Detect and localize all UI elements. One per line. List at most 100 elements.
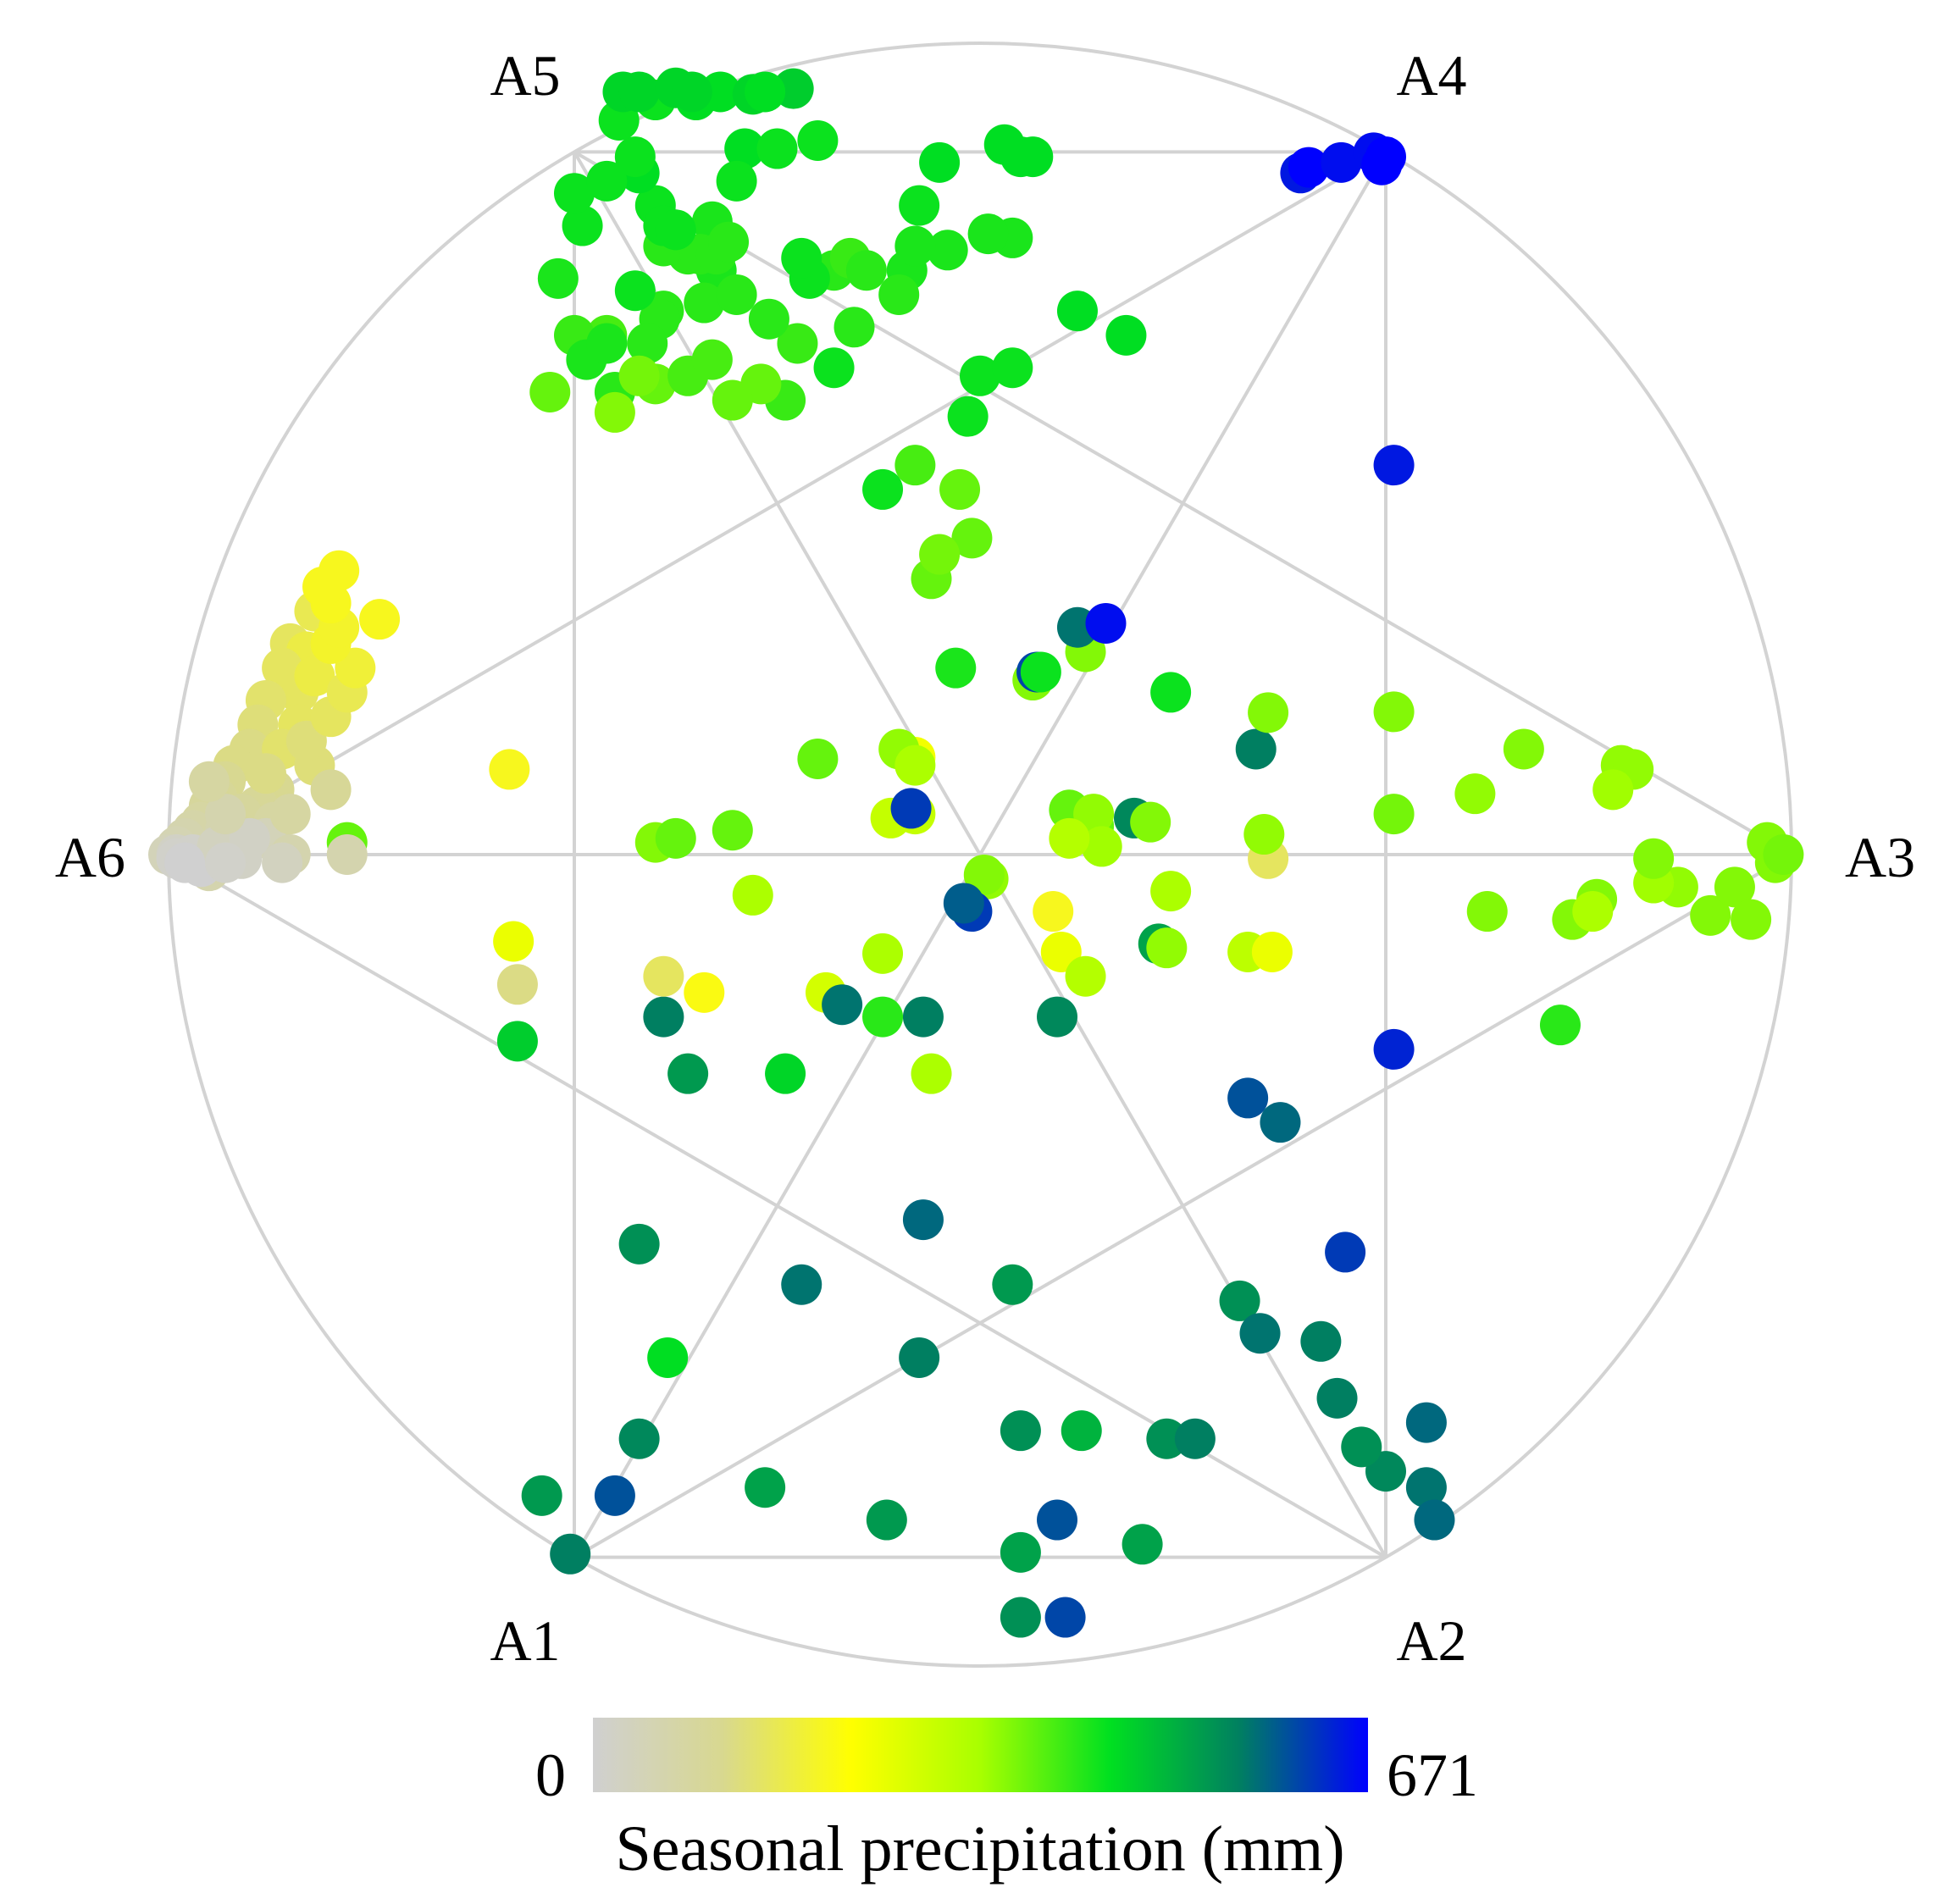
data-point xyxy=(647,1337,689,1378)
data-point xyxy=(1731,899,1772,940)
data-point xyxy=(529,371,571,412)
data-point xyxy=(326,834,368,875)
data-point xyxy=(1105,314,1147,356)
colorbar-title: Seasonal precipitation (mm) xyxy=(615,1813,1344,1885)
data-point xyxy=(1251,931,1293,972)
data-point xyxy=(489,749,530,790)
data-point xyxy=(1174,1418,1216,1459)
data-point xyxy=(878,274,920,315)
data-point xyxy=(902,996,944,1038)
data-point xyxy=(960,355,1000,396)
data-point xyxy=(643,996,684,1038)
data-point xyxy=(655,817,696,859)
data-point xyxy=(1373,691,1415,733)
data-point xyxy=(1316,1377,1358,1419)
colorbar-max-label: 671 xyxy=(1387,1741,1478,1809)
data-point xyxy=(310,769,352,811)
data-point xyxy=(939,468,981,510)
data-point xyxy=(894,445,936,486)
data-point xyxy=(594,1475,635,1516)
data-point xyxy=(1150,871,1192,912)
data-point xyxy=(1414,1499,1455,1541)
data-point xyxy=(1248,692,1289,733)
data-point xyxy=(269,794,311,835)
data-point xyxy=(164,842,206,883)
data-point xyxy=(700,71,741,113)
data-point xyxy=(890,788,932,829)
data-point xyxy=(899,1337,940,1378)
data-point xyxy=(302,566,344,607)
data-point xyxy=(627,323,668,364)
data-point xyxy=(732,874,773,916)
data-point xyxy=(1321,141,1362,183)
data-point xyxy=(1146,1418,1188,1459)
data-point xyxy=(496,1021,538,1062)
data-point xyxy=(691,339,733,380)
axis-label-a6: A6 xyxy=(55,825,125,889)
data-point xyxy=(1122,1524,1163,1565)
data-point xyxy=(1239,1313,1281,1354)
data-point xyxy=(618,71,660,113)
data-point xyxy=(745,71,786,113)
data-point xyxy=(1325,1232,1366,1273)
data-point xyxy=(643,955,684,997)
data-point xyxy=(1061,1410,1102,1452)
data-point xyxy=(1260,1102,1301,1143)
data-point xyxy=(1454,773,1496,815)
data-point xyxy=(1219,1280,1260,1321)
data-point xyxy=(1763,834,1804,875)
data-point xyxy=(618,355,660,396)
data-point xyxy=(1405,1467,1447,1508)
data-point xyxy=(1227,1077,1269,1119)
data-point xyxy=(862,933,904,974)
data-point xyxy=(748,298,789,340)
data-point xyxy=(943,883,984,924)
data-point xyxy=(745,1467,786,1508)
grid-line xyxy=(573,150,1793,856)
data-point xyxy=(1243,814,1285,855)
data-point xyxy=(614,270,656,312)
data-point xyxy=(1037,1499,1078,1541)
data-point xyxy=(1000,1531,1041,1573)
data-point xyxy=(1373,445,1415,486)
data-point xyxy=(919,141,961,183)
data-point xyxy=(1466,891,1508,933)
data-point xyxy=(927,230,968,271)
data-point xyxy=(899,185,940,226)
data-point xyxy=(1049,817,1090,859)
data-point xyxy=(1085,602,1127,644)
data-point xyxy=(1000,1410,1041,1452)
data-point xyxy=(1130,801,1171,843)
data-point xyxy=(684,282,725,324)
data-point xyxy=(777,323,818,364)
data-point xyxy=(716,274,757,315)
data-point xyxy=(496,964,538,1005)
data-point xyxy=(205,842,246,883)
data-point xyxy=(655,209,696,251)
data-point xyxy=(781,1264,822,1305)
data-point xyxy=(618,1223,660,1265)
colorbar-gradient xyxy=(593,1718,1368,1792)
data-point xyxy=(188,761,230,802)
data-point xyxy=(813,347,855,389)
data-point xyxy=(1288,147,1329,188)
data-point xyxy=(684,971,725,1013)
data-point xyxy=(947,396,989,437)
data-point xyxy=(1365,136,1406,178)
data-point xyxy=(756,128,798,169)
data-point xyxy=(1000,136,1041,178)
data-point xyxy=(1300,1320,1342,1362)
data-point xyxy=(667,1053,709,1094)
data-point xyxy=(262,842,303,883)
data-point xyxy=(562,205,603,246)
grid-line xyxy=(167,150,1387,856)
chart-grid xyxy=(167,42,1793,1668)
data-point xyxy=(963,854,1005,895)
data-point xyxy=(1235,728,1277,770)
data-point xyxy=(712,379,753,421)
data-point xyxy=(919,534,961,575)
data-point xyxy=(1056,291,1098,332)
axis-label-a2: A2 xyxy=(1396,1608,1466,1673)
